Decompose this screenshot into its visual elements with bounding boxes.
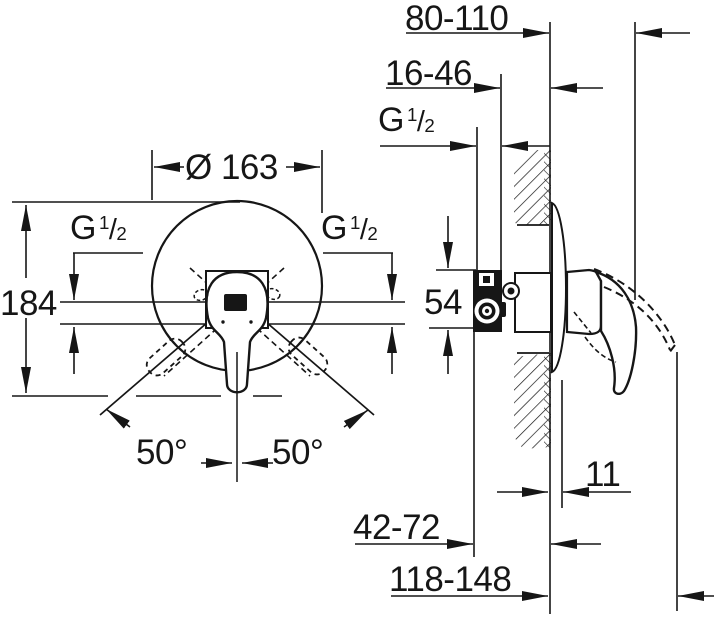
dim-label-54: 54: [424, 283, 462, 322]
lever-handle-front: [205, 270, 269, 394]
handle-badge: [224, 294, 247, 311]
angle-label-right: 50°: [272, 433, 324, 472]
dim-label-diameter: Ø 163: [185, 148, 278, 187]
cartridge-box: [514, 272, 552, 333]
thread-leader-front-right: [323, 252, 397, 374]
dim-label-16-46: 16-46: [385, 54, 473, 93]
angle-label-left: 50°: [136, 433, 188, 472]
angle-arrow-right: [343, 409, 369, 430]
handle-cone-side: [565, 268, 603, 336]
screw-dot-left: [221, 320, 225, 324]
wall-hatch-upper: [514, 150, 551, 226]
dim-label-80-110: 80-110: [405, 0, 509, 38]
dim-label-11: 11: [585, 455, 621, 494]
side-view: [355, 22, 714, 614]
dim-diameter-163: [151, 150, 323, 213]
lever-handle-side: [593, 269, 638, 396]
valve-body: [473, 270, 520, 332]
dim-label-118-148: 118-148: [389, 560, 512, 599]
dim-54: [429, 216, 491, 374]
front-view: [12, 150, 405, 482]
lever-tip-dashed-right: [287, 336, 329, 376]
angle-arrow-left: [105, 408, 131, 429]
screw-dot-right: [249, 320, 253, 324]
dim-label-42-72: 42-72: [353, 508, 441, 547]
indicator-oval-left: [193, 288, 209, 302]
lever-handle-side-dashed: [593, 268, 676, 354]
pivot-dashes: [573, 311, 617, 363]
escutcheon-profile: [551, 201, 568, 374]
wall-hatch-lower: [514, 352, 551, 449]
dim-label-184: 184: [0, 284, 57, 323]
indicator-oval-right: [265, 287, 281, 301]
thread-leader-front-left: [69, 252, 143, 374]
